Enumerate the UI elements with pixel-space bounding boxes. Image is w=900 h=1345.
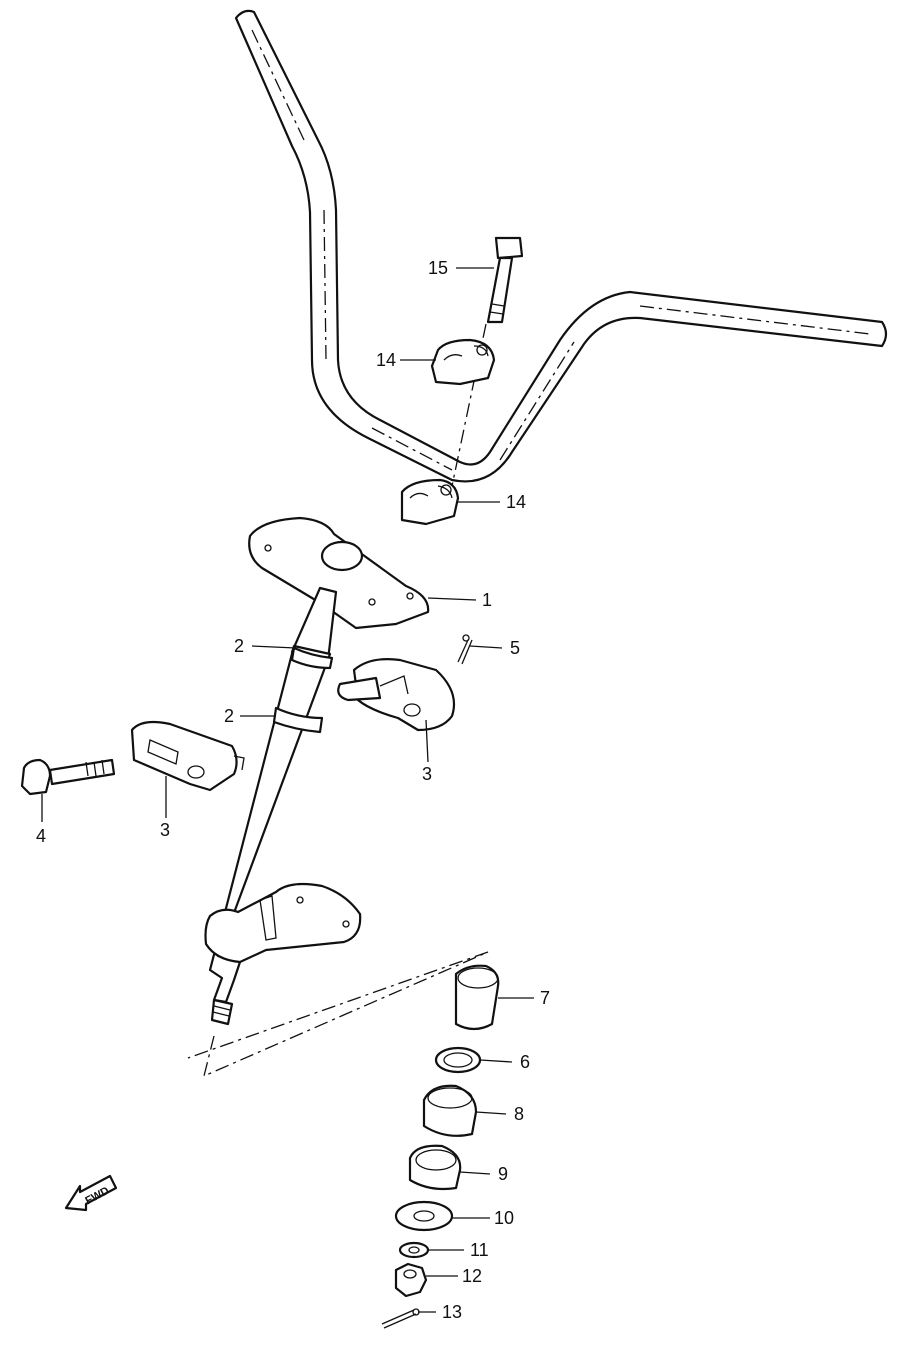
frame-reference-line — [187, 951, 489, 1078]
lower-handlebar-holder — [400, 478, 460, 526]
callout-13: 13 — [442, 1302, 462, 1322]
lock-washer — [398, 1241, 430, 1259]
knuckle-bolt — [20, 758, 116, 796]
washer — [394, 1200, 454, 1232]
callout-2-lower: 2 — [224, 706, 234, 726]
callout-2-upper: 2 — [234, 636, 244, 656]
callout-10: 10 — [494, 1208, 514, 1228]
right-knuckle-holder — [337, 658, 456, 732]
callout-11: 11 — [470, 1240, 489, 1260]
callout-4: 4 — [36, 826, 46, 846]
callout-14-upper: 14 — [376, 350, 396, 370]
cotter-pin — [457, 634, 473, 665]
handlebar — [234, 9, 888, 483]
cotter-pin-lower — [381, 1308, 420, 1329]
callout-14-lower: 14 — [506, 492, 526, 512]
forward-arrow-icon: FWD — [64, 1174, 118, 1212]
upper-handlebar-holder — [430, 338, 496, 386]
callout-3-left: 3 — [160, 820, 170, 840]
steering-shaft — [204, 516, 430, 1026]
bearing-race-lower — [408, 1144, 462, 1191]
callout-leaders — [41, 267, 534, 1313]
bearing-race-upper — [422, 1084, 478, 1137]
callout-6: 6 — [520, 1052, 530, 1072]
callout-labels: 15 14 14 1 2 5 2 3 4 3 7 6 8 9 10 11 12 … — [36, 258, 550, 1322]
o-ring — [434, 1046, 482, 1074]
nut — [394, 1262, 428, 1298]
callout-8: 8 — [514, 1104, 524, 1124]
callout-12: 12 — [462, 1266, 482, 1286]
callout-1: 1 — [482, 590, 492, 610]
callout-15: 15 — [428, 258, 448, 278]
callout-5: 5 — [510, 638, 520, 658]
callout-3-right: 3 — [422, 764, 432, 784]
left-knuckle-holder — [130, 720, 245, 792]
callout-9: 9 — [498, 1164, 508, 1184]
bushing — [454, 964, 500, 1031]
handlebar-bolt — [451, 236, 524, 487]
callout-7: 7 — [540, 988, 550, 1008]
